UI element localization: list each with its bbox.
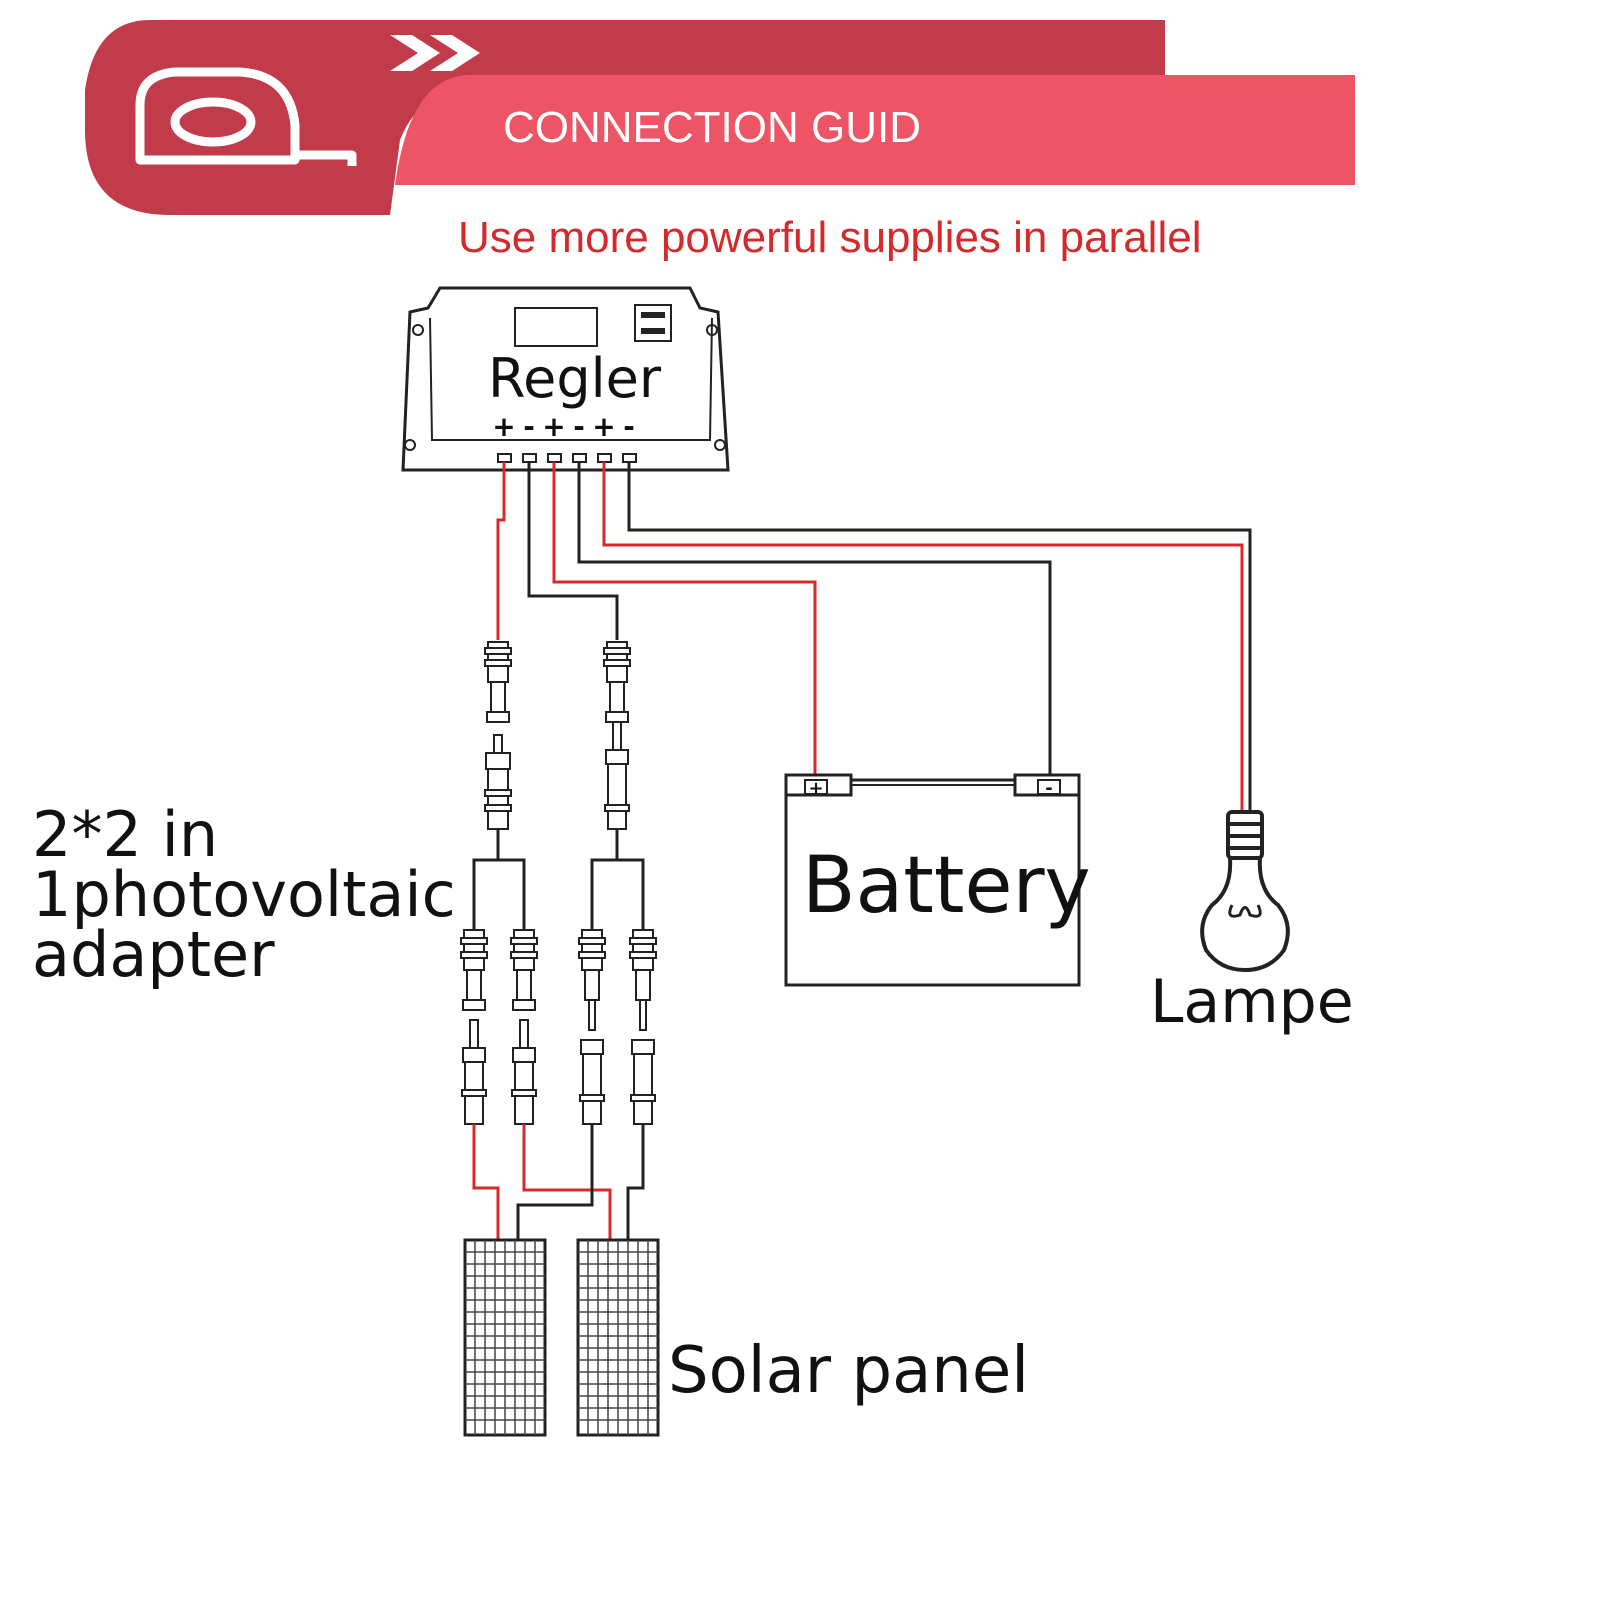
- svg-text:-: -: [623, 410, 635, 443]
- adapter-label-line-1: 2*2 in: [32, 798, 218, 871]
- svg-text:+: +: [492, 410, 515, 443]
- wires-pv-panels: [472, 1124, 645, 1240]
- usb-port-icon: [634, 304, 672, 342]
- battery-label: Battery: [802, 841, 1091, 931]
- controller-label: Regler: [488, 347, 662, 410]
- wires-pv-main: [496, 462, 619, 640]
- svg-text:-: -: [523, 410, 535, 443]
- controller-terminals: [497, 453, 637, 463]
- solar-panel-left: [463, 1238, 547, 1437]
- adapter-label-line-2: 1photovoltaic: [32, 858, 456, 931]
- double-chevron-right-icon: [390, 35, 480, 71]
- svg-text:-: -: [573, 410, 585, 443]
- mc4-connector-top-right: [603, 641, 631, 830]
- header-banner: [85, 20, 1355, 215]
- mc4-connectors-lower: [460, 929, 657, 1125]
- header-subtitle: Use more powerful supplies in parallel: [458, 213, 1201, 262]
- svg-text:+: +: [592, 410, 615, 443]
- wires-y-split: [472, 829, 645, 930]
- battery-minus: -: [1045, 778, 1052, 799]
- light-bulb-icon: [1200, 810, 1290, 973]
- charge-controller: [401, 286, 730, 472]
- solar-panel-label: Solar panel: [668, 1334, 1029, 1408]
- adapter-label-line-3: adapter: [32, 918, 275, 991]
- svg-text:+: +: [542, 410, 565, 443]
- battery-plus: +: [808, 778, 823, 799]
- adapter-label: 2*2 in 1photovoltaic adapter: [32, 798, 456, 991]
- header-title: CONNECTION GUID: [503, 103, 921, 152]
- controller-display: [514, 307, 598, 347]
- tape-measure-icon: [135, 67, 357, 166]
- terminal-signs: + - + - + -: [492, 410, 635, 443]
- solar-panel-right: [576, 1238, 660, 1437]
- wires-load: [552, 462, 1252, 815]
- mc4-connector-top-left: [484, 641, 512, 830]
- battery: [784, 773, 1081, 987]
- lamp-label: Lampe: [1150, 967, 1354, 1037]
